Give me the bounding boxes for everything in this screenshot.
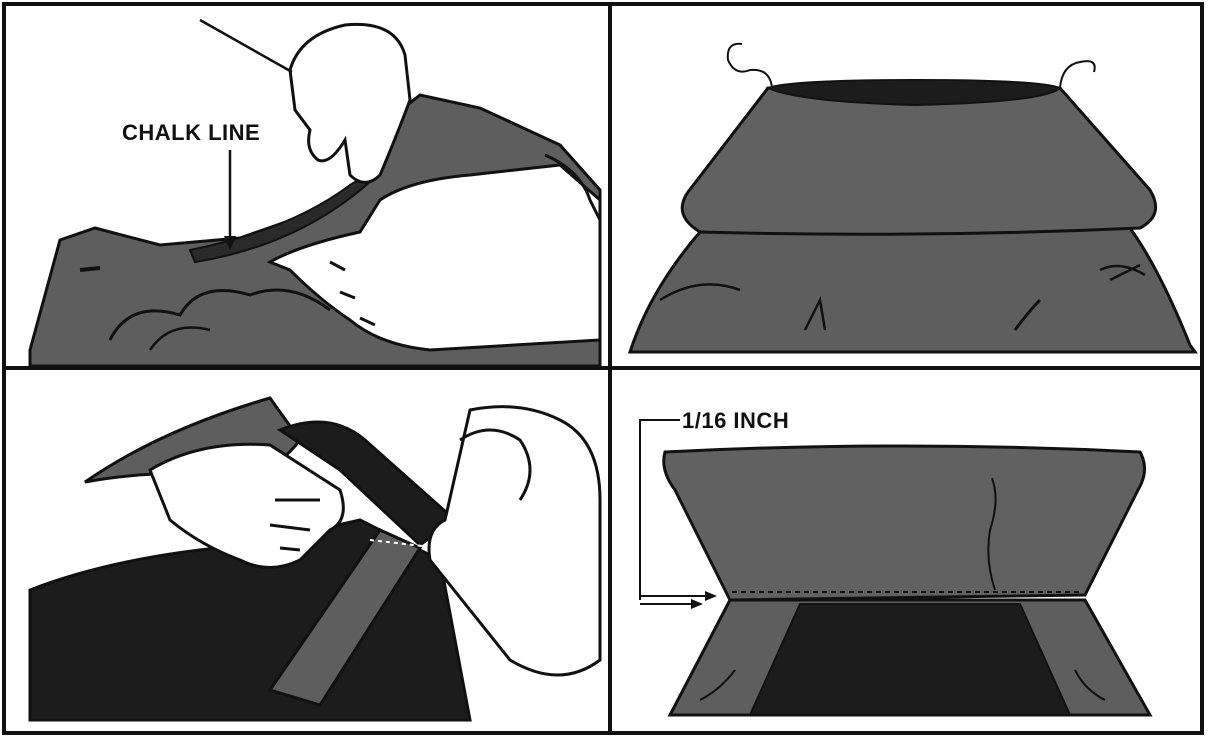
panel-2-garment-body — [630, 226, 1195, 352]
panel-4-dark-panel — [750, 604, 1070, 715]
measurement-label: 1/16 INCH — [682, 408, 789, 433]
panel-1-fold — [80, 268, 100, 270]
chalk-line-label: CHALK LINE — [122, 120, 260, 145]
panel-4-collar — [664, 446, 1145, 600]
panel-4-measurement: 1/16 INCH — [640, 408, 1150, 715]
